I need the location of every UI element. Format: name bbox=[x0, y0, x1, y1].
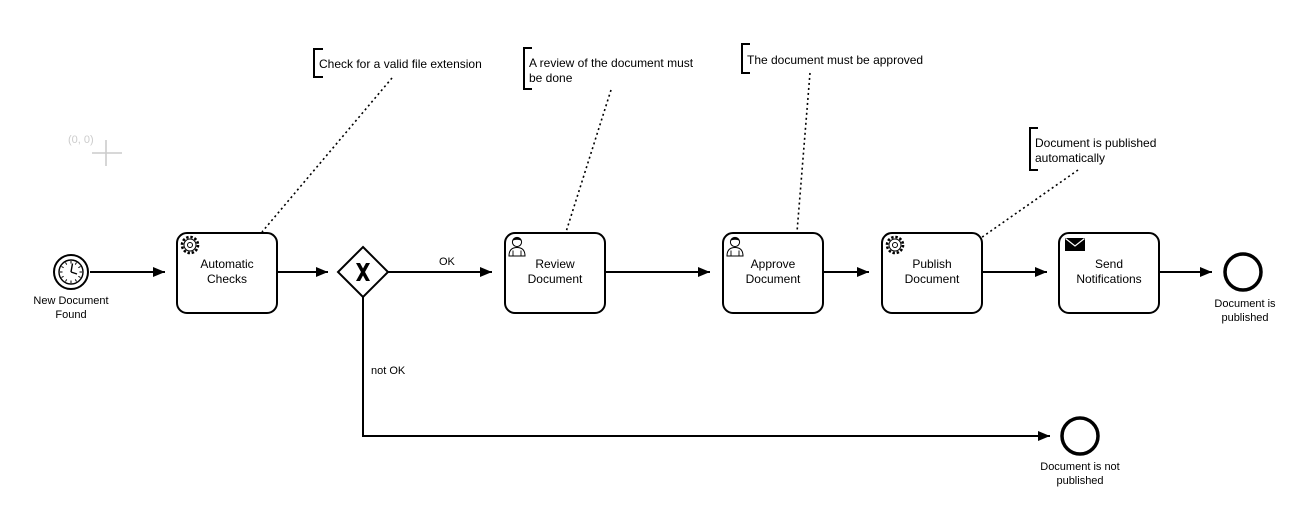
task-review-document-label-line-2: Document bbox=[528, 272, 583, 286]
end-event-published-label-line-2: published bbox=[1221, 312, 1268, 324]
annotation-checks-line-1: Check for a valid file extension bbox=[319, 57, 482, 71]
task-automatic-checks-label-line-2: Checks bbox=[207, 272, 247, 286]
task-approve-document[interactable]: Approve Document bbox=[722, 232, 824, 314]
origin-label: (0, 0) bbox=[68, 134, 94, 146]
sequence-flows bbox=[90, 267, 1212, 441]
end-event-not-published-label-line-1: Document is not bbox=[1040, 461, 1119, 473]
task-automatic-checks-label-line-1: Automatic bbox=[200, 257, 253, 271]
annotation-checks[interactable]: Check for a valid file extension bbox=[313, 48, 482, 78]
end-event-not-published-label-line-2: published bbox=[1056, 475, 1103, 487]
end-event-published-label-line-1: Document is bbox=[1214, 298, 1276, 310]
task-review-document[interactable]: Review Document bbox=[504, 232, 606, 314]
annotation-review-line-2: be done bbox=[529, 71, 573, 85]
flow-label-not-ok: not OK bbox=[371, 365, 406, 377]
exclusive-x-icon bbox=[356, 263, 370, 281]
canvas-origin-marker: (0, 0) bbox=[68, 134, 122, 166]
association-publish[interactable] bbox=[977, 169, 1079, 241]
annotation-publish-line-1: Document is published bbox=[1035, 136, 1156, 150]
start-event-label-line-1: New Document bbox=[33, 295, 108, 307]
association-review[interactable] bbox=[565, 89, 612, 233]
flow-gateway-to-end-not-ok[interactable] bbox=[362, 297, 1050, 441]
task-send-notifications[interactable]: Send Notifications bbox=[1058, 232, 1160, 314]
annotation-publish-line-2: automatically bbox=[1035, 151, 1105, 165]
annotation-approve-line-1: The document must be approved bbox=[747, 53, 923, 67]
task-review-document-label-line-1: Review bbox=[535, 257, 575, 271]
task-publish-document[interactable]: Publish Document bbox=[881, 232, 983, 314]
task-approve-document-label-line-2: Document bbox=[746, 272, 801, 286]
task-send-notifications-label-line-1: Send bbox=[1095, 257, 1123, 271]
annotation-approve[interactable]: The document must be approved bbox=[741, 43, 923, 74]
annotation-review[interactable]: A review of the document must be done bbox=[523, 47, 694, 90]
user-icon bbox=[508, 236, 526, 257]
gear-icon bbox=[885, 235, 905, 255]
task-send-notifications-label-line-2: Notifications bbox=[1076, 272, 1141, 286]
associations bbox=[261, 72, 1079, 241]
user-icon bbox=[726, 236, 744, 257]
start-event-label-line-2: Found bbox=[55, 309, 86, 321]
exclusive-gateway-checks-ok[interactable] bbox=[336, 245, 390, 299]
annotation-review-line-1: A review of the document must bbox=[529, 56, 694, 70]
task-publish-document-label-line-2: Document bbox=[905, 272, 960, 286]
association-approve[interactable] bbox=[796, 72, 811, 233]
gear-icon bbox=[180, 235, 200, 255]
end-event-document-not-published[interactable] bbox=[1060, 416, 1100, 456]
start-event-new-document-found[interactable] bbox=[53, 254, 89, 290]
annotation-publish[interactable]: Document is published automatically bbox=[1029, 127, 1156, 171]
timer-icon bbox=[58, 259, 84, 285]
task-approve-document-label-line-1: Approve bbox=[751, 257, 796, 271]
envelope-icon bbox=[1065, 238, 1085, 251]
association-checks[interactable] bbox=[261, 77, 393, 233]
flow-label-ok: OK bbox=[439, 256, 456, 268]
task-automatic-checks[interactable]: Automatic Checks bbox=[176, 232, 278, 314]
end-event-document-published[interactable] bbox=[1223, 252, 1263, 292]
task-publish-document-label-line-1: Publish bbox=[912, 257, 951, 271]
